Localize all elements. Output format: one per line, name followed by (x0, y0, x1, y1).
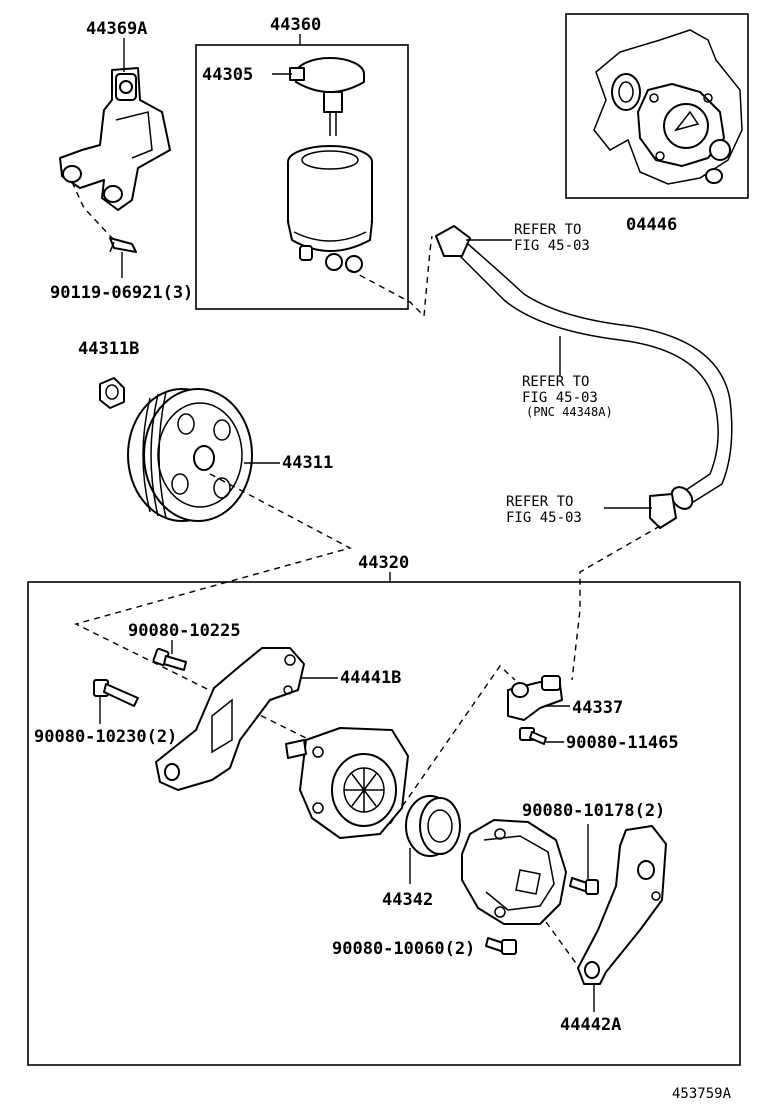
label-90080-10225: 90080-10225 (128, 621, 241, 641)
label-44360: 44360 (270, 15, 321, 35)
label-44369A: 44369A (86, 19, 147, 39)
pump-assembly-box (27, 581, 741, 1066)
pulley-44311-drawing (127, 388, 253, 522)
label-90080-11465: 90080-11465 (566, 733, 679, 753)
label-90119-06921: 90119-06921(3) (50, 283, 193, 303)
bolt-90080-10230-drawing (93, 679, 139, 707)
label-44320: 44320 (358, 553, 409, 573)
bracket-44442A-drawing (577, 825, 667, 985)
label-44311: 44311 (282, 453, 333, 473)
label-04446: 04446 (626, 215, 677, 235)
label-90080-10178: 90080-10178(2) (522, 801, 665, 821)
reservoir-tank-drawing (287, 145, 373, 273)
figure-id: 453759A (672, 1086, 732, 1102)
ref-hose-middle-line3: (PNC 44348A) (526, 405, 613, 419)
gasket-kit-04446-drawing (593, 29, 743, 185)
ref-hose-lower-line1: REFER TO (506, 494, 573, 510)
bolt-90080-10060-drawing (485, 937, 517, 955)
label-44311B: 44311B (78, 339, 139, 359)
ref-hose-upper-line1: REFER TO (514, 222, 581, 238)
label-90080-10230: 90080-10230(2) (34, 727, 177, 747)
bolt-90080-11465-drawing (519, 727, 547, 745)
ref-hose-middle-line1: REFER TO (522, 374, 589, 390)
label-44442A: 44442A (560, 1015, 621, 1035)
reservoir-group-box (195, 44, 409, 310)
bolt-90080-10178-drawing (569, 877, 599, 895)
return-hose-drawing (435, 225, 733, 529)
gasket-kit-box (565, 13, 749, 199)
reservoir-cap-44305-drawing (289, 57, 365, 136)
bolt-90080-10225-drawing (152, 647, 187, 671)
label-90080-10060: 90080-10060(2) (332, 939, 475, 959)
union-44337-drawing (507, 675, 563, 721)
label-44337: 44337 (572, 698, 623, 718)
oil-seal-44342-drawing (405, 795, 461, 857)
bracket-44441B-drawing (155, 647, 305, 791)
label-44305: 44305 (202, 65, 253, 85)
label-44441B: 44441B (340, 668, 401, 688)
ref-hose-lower-line2: FIG 45-03 (506, 510, 582, 526)
label-44342: 44342 (382, 890, 433, 910)
bolt-90119-drawing (109, 237, 137, 253)
nut-44311B-drawing (99, 377, 125, 409)
ref-hose-upper-line2: FIG 45-03 (514, 238, 590, 254)
bracket-44369A-drawing (59, 67, 171, 251)
pump-rear-housing-drawing (461, 819, 567, 925)
pump-body-drawing (285, 727, 409, 839)
ref-hose-middle-line2: FIG 45-03 (522, 390, 598, 406)
